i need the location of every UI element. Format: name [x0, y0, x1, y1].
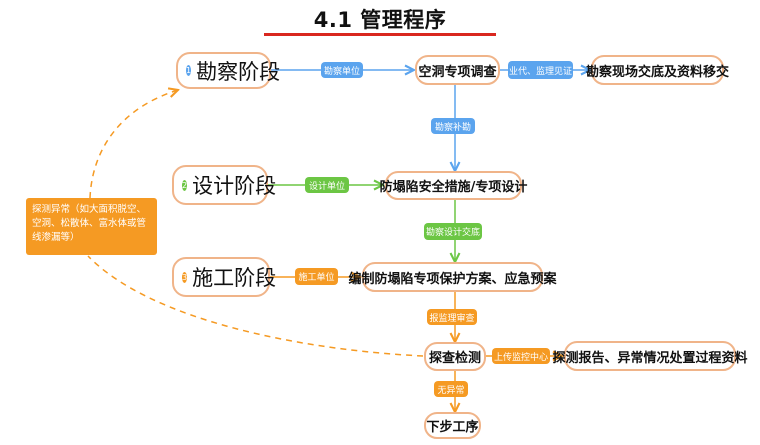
step-2-badge: 2: [182, 179, 188, 191]
step-1-badge: 1: [186, 65, 192, 76]
node-design-measures[interactable]: 防塌陷安全措施/专项设计: [380, 171, 527, 200]
label-survey-design-handover: 勘察设计交底: [424, 223, 482, 240]
stage-survey[interactable]: 1 勘察阶段: [176, 52, 280, 89]
stage-survey-label: 勘察阶段: [196, 59, 281, 84]
anomaly-note: 探测异常（如大面积脱空、空洞、松散体、富水体或管线渗漏等）: [26, 198, 157, 255]
label-supervisor-review: 报监理审查: [427, 309, 477, 325]
node-construction-plan[interactable]: 编制防塌陷专项保护方案、应急预案: [349, 262, 557, 292]
step-3-badge: 3: [182, 271, 188, 283]
stage-design-label: 设计阶段: [192, 174, 277, 198]
node-survey-handover[interactable]: 勘察现场交底及资料移交: [586, 55, 729, 85]
label-upload-center: 上传监控中心: [492, 348, 550, 364]
stage-construction[interactable]: 3 施工阶段: [172, 257, 276, 297]
node-detection-report[interactable]: 探测报告、异常情况处置过程资料: [553, 341, 748, 371]
label-survey-supplement: 勘察补勘: [431, 118, 475, 134]
dashed-detection-to-note: [87, 255, 424, 357]
node-next-step[interactable]: 下步工序: [424, 412, 481, 439]
title-underline: [264, 33, 496, 36]
label-owner-supervisor: 业代、监理见证: [508, 61, 573, 79]
stage-design[interactable]: 2 设计阶段: [172, 165, 276, 205]
stage-construction-label: 施工阶段: [192, 266, 277, 290]
node-detection[interactable]: 探查检测: [424, 342, 486, 371]
label-construction-unit: 施工单位: [295, 268, 338, 285]
node-cavity-survey[interactable]: 空洞专项调查: [415, 55, 500, 85]
dashed-note-to-survey: [89, 90, 178, 199]
page-title: 4.1 管理程序: [313, 8, 447, 32]
label-no-anomaly: 无异常: [434, 381, 468, 397]
label-survey-unit: 勘察单位: [321, 62, 363, 78]
label-design-unit: 设计单位: [305, 177, 349, 193]
